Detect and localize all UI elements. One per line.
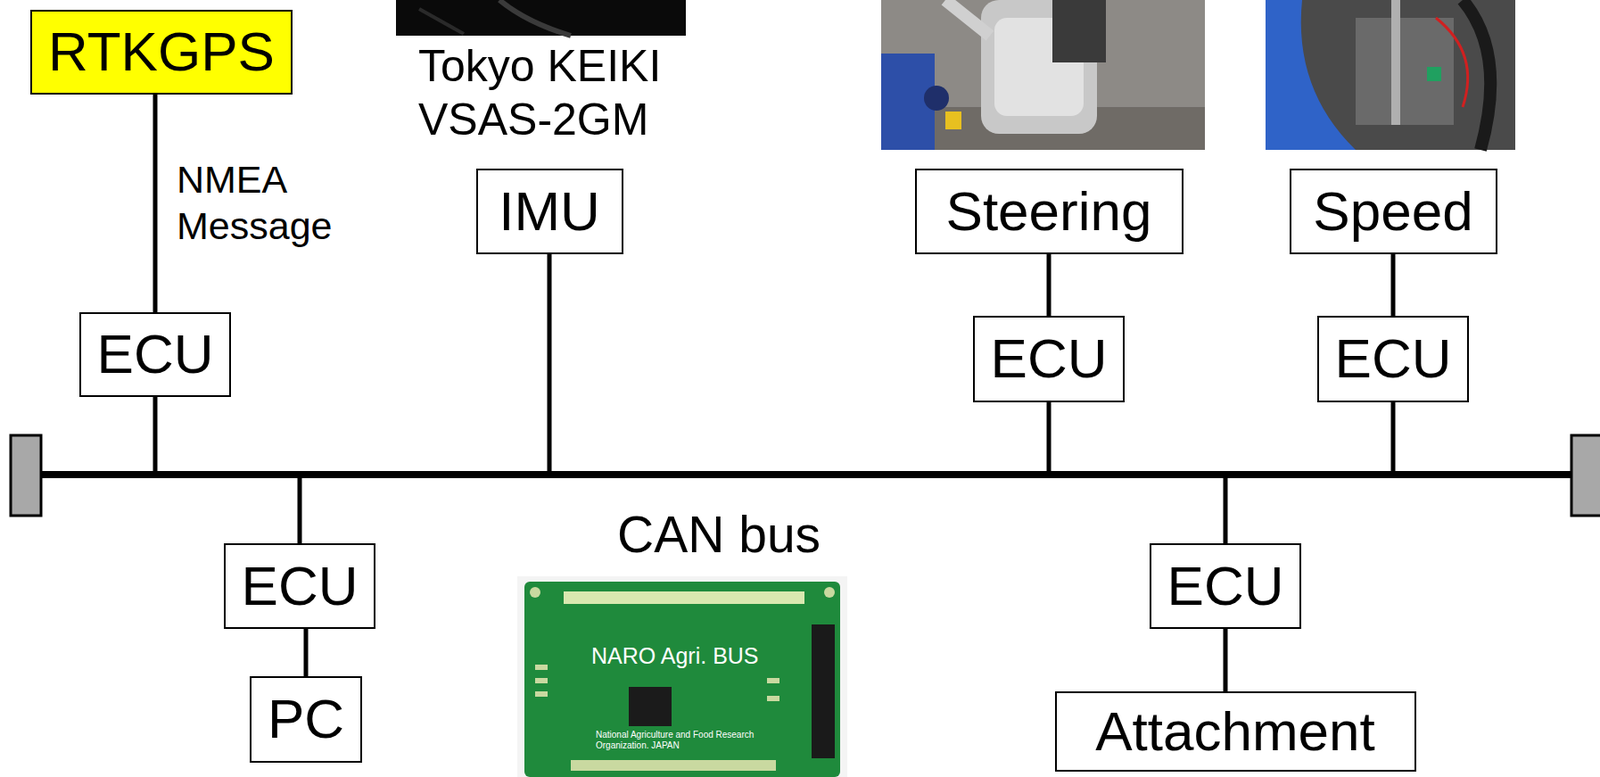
node-label: ECU bbox=[990, 328, 1108, 389]
node-label: Speed bbox=[1312, 181, 1473, 242]
node-label: PC bbox=[267, 688, 345, 750]
board-title: NARO Agri. BUS bbox=[591, 643, 806, 669]
bus-terminator bbox=[1571, 435, 1600, 516]
ecu-box: ECU bbox=[223, 543, 377, 629]
node-label: RTKGPS bbox=[48, 21, 275, 83]
bus-wire bbox=[1047, 254, 1052, 316]
can-bus: CAN bus bbox=[41, 470, 1572, 479]
sensor-box: IMU bbox=[476, 168, 624, 255]
bus-label: CAN bus bbox=[617, 506, 821, 563]
ecu-box: ECU bbox=[973, 315, 1126, 403]
pc-box: PC bbox=[249, 676, 363, 763]
bus-wire bbox=[303, 628, 308, 677]
bus-terminator bbox=[10, 435, 42, 516]
bus-wire bbox=[1391, 402, 1396, 471]
steering-photo bbox=[881, 0, 1205, 150]
ecu-box: ECU bbox=[79, 312, 232, 397]
imu-photo-detail bbox=[419, 8, 464, 34]
speed-photo bbox=[1265, 0, 1516, 150]
board-print: National Agriculture and Food Research O… bbox=[595, 729, 766, 751]
bus-wire bbox=[1223, 478, 1229, 544]
bus-wire bbox=[153, 94, 158, 313]
bus-wire bbox=[1047, 402, 1052, 471]
bus-wire bbox=[153, 396, 158, 471]
node-label: IMU bbox=[498, 181, 601, 242]
bus-wire bbox=[297, 478, 303, 544]
node-label: Attachment bbox=[1095, 701, 1376, 762]
node-label: ECU bbox=[1335, 328, 1452, 389]
node-label: ECU bbox=[97, 323, 215, 385]
bus-wire bbox=[547, 254, 553, 471]
imu-photo bbox=[395, 0, 686, 36]
device-model: Tokyo KEIKI VSAS-2GM bbox=[418, 39, 686, 147]
imu-photo-detail bbox=[499, 0, 571, 36]
signal-label: NMEA Message bbox=[176, 156, 347, 249]
ecu-box: ECU bbox=[1149, 543, 1303, 629]
node-label: Steering bbox=[946, 181, 1153, 242]
actuator-box: Speed bbox=[1289, 168, 1498, 255]
node-label: ECU bbox=[241, 555, 359, 617]
gps-box: RTKGPS bbox=[30, 9, 293, 95]
node-label: ECU bbox=[1167, 555, 1285, 617]
pcb-photo bbox=[517, 576, 848, 777]
ecu-box: ECU bbox=[1317, 315, 1470, 403]
actuator-box: Steering bbox=[915, 168, 1184, 255]
bus-wire bbox=[1391, 254, 1396, 316]
attachment-box: Attachment bbox=[1055, 691, 1417, 772]
bus-wire bbox=[1223, 628, 1229, 692]
